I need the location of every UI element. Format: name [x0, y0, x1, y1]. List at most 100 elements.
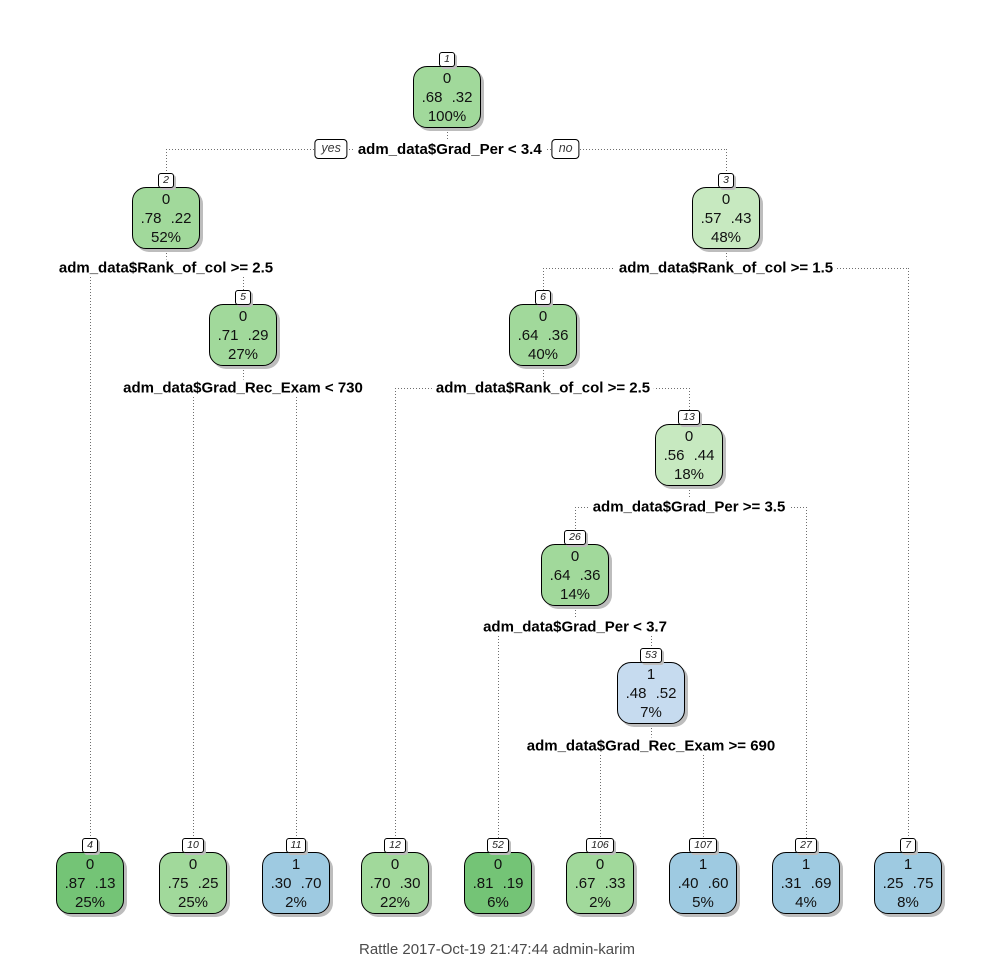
node-id-tab: 4	[82, 838, 98, 853]
node-probabilities: .31 .69	[780, 874, 832, 892]
node-percentage: 2%	[285, 893, 307, 911]
node-probabilities: .71 .29	[217, 326, 269, 344]
node-id-tab: 13	[678, 410, 700, 425]
split-condition-label: adm_data$Grad_Per >= 3.5	[588, 498, 790, 516]
node-class-label: 0	[595, 855, 605, 873]
split-label-group: adm_data$Grad_Per < 3.7	[479, 618, 671, 636]
node-class-label: 1	[646, 665, 656, 683]
node-class-label: 1	[903, 855, 913, 873]
branch-label-yes: yes	[314, 139, 348, 159]
split-condition-label: adm_data$Rank_of_col >= 1.5	[614, 259, 838, 277]
node-class-label: 0	[493, 855, 503, 873]
split-label-group: adm_data$Grad_Per >= 3.5	[588, 498, 790, 516]
connector-line	[651, 725, 652, 746]
node-probabilities: .25 .75	[882, 874, 934, 892]
node-id-tab: 7	[900, 838, 916, 853]
node-percentage: 8%	[897, 893, 919, 911]
connector-line	[543, 268, 544, 290]
node-id-tab: 5	[235, 290, 251, 305]
node-probabilities: .64 .36	[517, 326, 569, 344]
node-id-tab: 26	[564, 530, 586, 545]
connector-line	[806, 507, 807, 838]
node-class-label: 1	[801, 855, 811, 873]
node-percentage: 25%	[74, 893, 106, 911]
node-id-tab: 52	[487, 838, 509, 853]
node-id-tab: 106	[586, 838, 614, 853]
node-probabilities: .67 .33	[574, 874, 626, 892]
node-class-label: 0	[85, 855, 95, 873]
plot-caption: Rattle 2017-Oct-19 21:47:44 admin-karim	[359, 941, 635, 958]
connector-line	[726, 250, 727, 268]
node-probabilities: .57 .43	[700, 209, 752, 227]
connector-line	[90, 268, 91, 838]
node-percentage: 52%	[150, 228, 182, 246]
split-label-group: adm_data$Rank_of_col >= 1.5	[614, 259, 838, 277]
node-class-label: 1	[698, 855, 708, 873]
connector-line	[166, 149, 167, 173]
node-percentage: 22%	[379, 893, 411, 911]
node-id-tab: 53	[640, 648, 662, 663]
node-class-label: 0	[188, 855, 198, 873]
connector-line	[575, 507, 576, 530]
connector-line	[447, 129, 448, 149]
connector-line	[243, 268, 244, 290]
node-percentage: 25%	[177, 893, 209, 911]
node-probabilities: .48 .52	[625, 684, 677, 702]
split-label-group: adm_data$Grad_Rec_Exam < 730	[119, 379, 367, 397]
split-condition-label: adm_data$Grad_Rec_Exam >= 690	[522, 737, 780, 755]
node-percentage: 14%	[559, 585, 591, 603]
connector-line	[193, 388, 194, 838]
node-id-tab: 12	[384, 838, 406, 853]
node-class-label: 0	[570, 547, 580, 565]
node-class-label: 0	[721, 190, 731, 208]
node-id-tab: 11	[285, 838, 307, 853]
node-class-label: 0	[390, 855, 400, 873]
connector-line	[296, 388, 297, 838]
node-percentage: 27%	[227, 345, 259, 363]
node-probabilities: .64 .36	[549, 566, 601, 584]
node-class-label: 0	[684, 427, 694, 445]
node-id-tab: 27	[795, 838, 817, 853]
node-class-label: 0	[538, 307, 548, 325]
node-class-label: 0	[238, 307, 248, 325]
node-probabilities: .87 .13	[64, 874, 116, 892]
node-percentage: 6%	[487, 893, 509, 911]
node-percentage: 48%	[710, 228, 742, 246]
connector-line	[498, 627, 499, 838]
split-condition-label: adm_data$Rank_of_col >= 2.5	[431, 379, 655, 397]
node-probabilities: .68 .32	[421, 88, 473, 106]
connector-line	[726, 149, 727, 173]
node-probabilities: .78 .22	[140, 209, 192, 227]
node-id-tab: 1	[439, 52, 455, 67]
connector-line	[689, 388, 690, 410]
node-id-tab: 10	[182, 838, 204, 853]
connector-line	[600, 746, 601, 838]
node-probabilities: .75 .25	[167, 874, 219, 892]
node-probabilities: .70 .30	[369, 874, 421, 892]
split-label-group: adm_data$Rank_of_col >= 2.5	[431, 379, 655, 397]
